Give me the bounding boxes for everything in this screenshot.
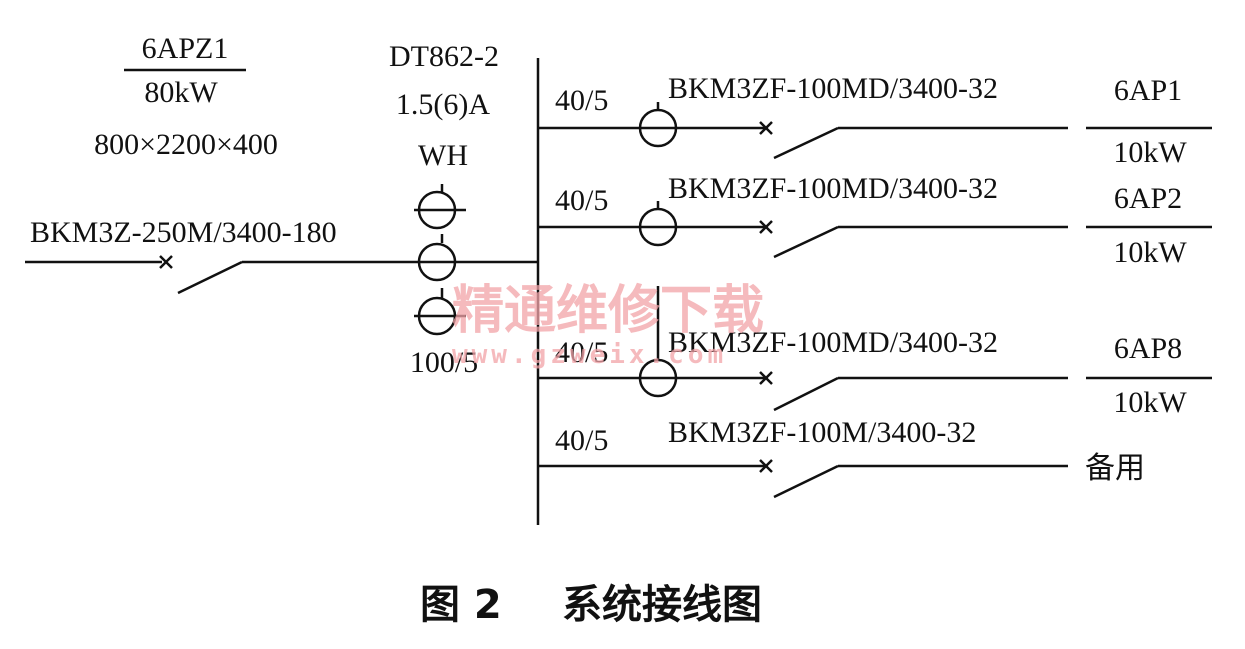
branch-2: 40/5 BKM3ZF-100MD/3400-32 6AP2 10kW: [538, 172, 1212, 269]
meter-model: DT862-2: [389, 40, 499, 73]
branch-1-dest: 6AP1: [1114, 74, 1182, 107]
branch-1-power: 10kW: [1113, 136, 1187, 169]
branch-1: 40/5 BKM3ZF-100MD/3400-32 6AP1 10kW: [538, 72, 1212, 169]
meter-coil-2: [417, 234, 457, 282]
branch-4-breaker: BKM3ZF-100M/3400-32: [668, 416, 976, 449]
branch-4-ct: 40/5: [555, 424, 608, 457]
main-breaker-label: BKM3Z-250M/3400-180: [30, 216, 337, 249]
branch-3-ct: 40/5: [555, 336, 608, 369]
branch-2-power: 10kW: [1113, 236, 1187, 269]
meter-rating: 1.5(6)A: [396, 88, 490, 121]
branch-3-dest: 6AP8: [1114, 332, 1182, 365]
branch-1-breaker: BKM3ZF-100MD/3400-32: [668, 72, 998, 105]
watermark-text: 精通维修下载: [452, 281, 764, 341]
panel-size: 800×2200×400: [94, 128, 278, 161]
branch-2-breaker: BKM3ZF-100MD/3400-32: [668, 172, 998, 205]
branch-3: 40/5 BKM3ZF-100MD/3400-32 6AP8 10kW: [538, 286, 1212, 419]
branch-4: 40/5 BKM3ZF-100M/3400-32 备用: [538, 416, 1145, 499]
branch-1-ct: 40/5: [555, 84, 608, 117]
current-transformer: [414, 288, 466, 336]
panel-power: 80kW: [144, 76, 218, 109]
ct-ratio: 100/5: [410, 346, 478, 379]
panel-name: 6APZ1: [142, 32, 229, 65]
branch-2-ct: 40/5: [555, 184, 608, 217]
watermark-url: www.gzweix.com: [452, 340, 727, 370]
main-feeder-line: [25, 255, 538, 295]
branch-4-dest: 备用: [1085, 451, 1145, 486]
figure-title: 系统接线图: [562, 582, 762, 628]
branch-2-dest: 6AP2: [1114, 182, 1182, 215]
branch-3-power: 10kW: [1113, 386, 1187, 419]
meter-coil-1: [414, 184, 466, 230]
figure-number: 图 2: [420, 582, 502, 628]
branch-3-breaker: BKM3ZF-100MD/3400-32: [668, 326, 998, 359]
meter-label: WH: [418, 139, 468, 172]
